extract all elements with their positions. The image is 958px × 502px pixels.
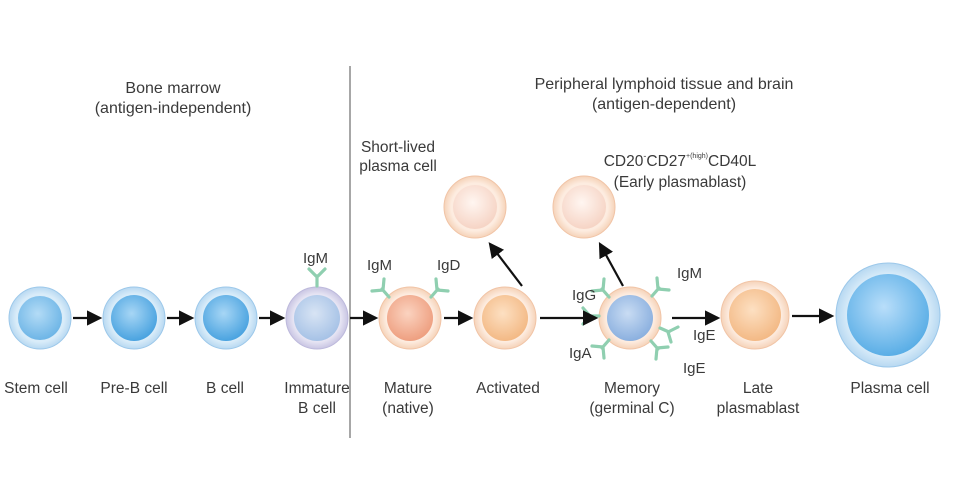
short-lived-label-line1: Short-lived <box>361 139 435 156</box>
bone-marrow-title: Bone marrow <box>125 80 221 97</box>
plasma-cell <box>835 262 941 368</box>
memory-label-line1: Memory <box>604 380 660 397</box>
arrow-activated-to-short-lived <box>488 242 523 287</box>
pre-b-cell-label: Pre-B cell <box>100 380 167 397</box>
memory-igm-antibody-icon <box>650 276 671 298</box>
immature-igm-label: IgM <box>303 250 328 267</box>
cd20-superscript: - <box>643 151 646 161</box>
mature-label-line2: (native) <box>382 400 434 417</box>
memory-ige1-label: IgE <box>693 327 716 344</box>
plasma-cell-label: Plasma cell <box>850 380 929 397</box>
pre-b-cell <box>102 286 166 350</box>
mature-igm-antibody-icon <box>370 277 391 299</box>
antigen-dependent-label: (antigen-dependent) <box>592 96 736 113</box>
cd27-marker: CD27 <box>646 153 686 170</box>
short-lived-plasma-cell <box>443 175 507 239</box>
late-plasmablast-cell <box>720 280 790 350</box>
early-plasmablast-markers: CD20-CD27+(high)CD40L <box>604 151 757 170</box>
memory-iga-label: IgA <box>569 345 592 362</box>
stem-cell <box>8 286 72 350</box>
peripheral-tissue-title: Peripheral lymphoid tissue and brain <box>535 76 794 93</box>
activated-cell <box>473 286 537 350</box>
antigen-independent-label: (antigen-independent) <box>95 100 252 117</box>
memory-ige1-antibody-icon <box>658 325 680 344</box>
memory-label-line2: (germinal C) <box>589 400 674 417</box>
memory-igg-antibody-icon <box>581 306 601 326</box>
memory-ige2-antibody-icon <box>649 339 670 361</box>
early-plasmablast-cell <box>552 175 616 239</box>
activated-label: Activated <box>476 380 540 397</box>
memory-igm-label: IgM <box>677 265 702 282</box>
arrows <box>73 241 835 326</box>
late-label-line1: Late <box>743 380 773 397</box>
cd27-superscript: +(high) <box>686 153 708 160</box>
memory-igg-label: IgG <box>572 287 596 304</box>
late-label-line2: plasmablast <box>717 400 800 417</box>
stem-cell-label: Stem cell <box>4 380 68 397</box>
immature-label-line1: Immature <box>284 380 349 397</box>
memory-iga-antibody-icon <box>590 338 611 360</box>
memory-igg-upper-antibody-icon <box>590 277 611 299</box>
early-plasmablast-label: (Early plasmablast) <box>614 174 747 191</box>
cd40l-marker: CD40L <box>708 153 757 170</box>
mature-cell <box>378 286 442 350</box>
arrow-memory-to-early <box>598 241 624 287</box>
mature-igd-antibody-icon <box>429 277 450 299</box>
immature-label-line2: B cell <box>298 400 336 417</box>
short-lived-label-line2: plasma cell <box>359 158 437 175</box>
mature-igd-label: IgD <box>437 257 461 274</box>
b-cell-label: B cell <box>206 380 244 397</box>
cd20-marker: CD20 <box>604 153 644 170</box>
memory-ige2-label: IgE <box>683 360 706 377</box>
immature-igm-antibody-icon <box>307 267 327 288</box>
b-cell <box>194 286 258 350</box>
mature-igm-label: IgM <box>367 257 392 274</box>
mature-label-line1: Mature <box>384 380 432 397</box>
immature-b-cell <box>285 286 349 350</box>
memory-cell <box>598 286 662 350</box>
